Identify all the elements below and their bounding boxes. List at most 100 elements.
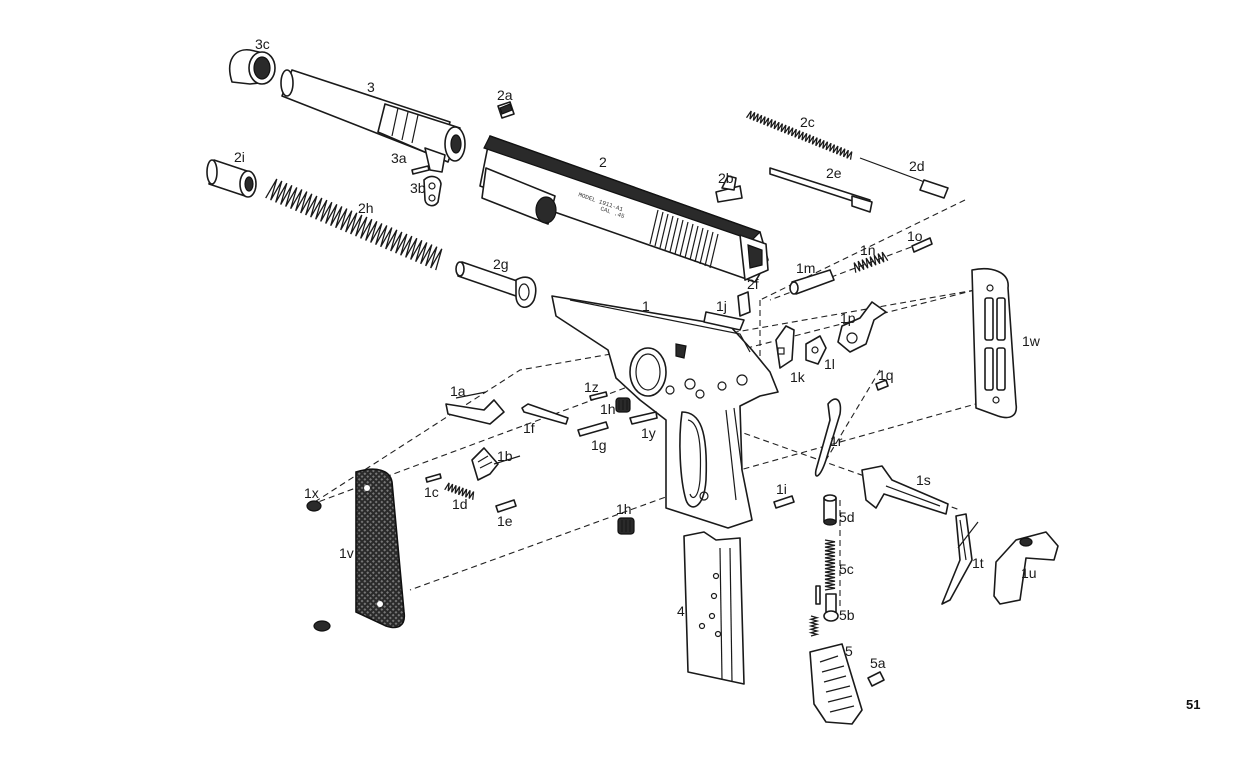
left-grip-panel-1v xyxy=(355,468,406,629)
plunger-tube-1m xyxy=(789,269,835,295)
pin-1e xyxy=(495,499,517,513)
label-5a: 5a xyxy=(870,655,886,671)
barrel-bushing-3c xyxy=(228,49,276,85)
plunger-1c xyxy=(425,473,442,483)
spring-1d xyxy=(444,482,475,500)
label-1z: 1z xyxy=(584,379,599,395)
extractor-2e xyxy=(769,167,873,213)
mainspring-housing-1u xyxy=(993,531,1059,605)
magazine-catch-lock-5d xyxy=(823,494,837,526)
pin-1g xyxy=(577,421,609,437)
label-1p: 1p xyxy=(840,310,856,326)
label-1d: 1d xyxy=(452,496,468,512)
label-5: 5 xyxy=(845,643,853,659)
label-1f: 1f xyxy=(523,420,535,436)
label-1u: 1u xyxy=(1021,565,1037,581)
label-5d: 5d xyxy=(839,509,855,525)
magazine-4 xyxy=(683,531,745,685)
label-2a: 2a xyxy=(497,87,513,103)
front-sight-2a xyxy=(497,101,515,119)
label-1e: 1e xyxy=(497,513,513,529)
label-2b: 2b xyxy=(718,170,734,186)
label-1h-upper: 1h xyxy=(600,401,616,417)
label-1q: 1q xyxy=(878,367,894,383)
label-1j: 1j xyxy=(716,298,727,314)
label-1o: 1o xyxy=(907,228,923,244)
label-1b: 1b xyxy=(497,448,513,464)
magazine-catch-spring-5c xyxy=(824,539,836,591)
label-1c: 1c xyxy=(424,484,439,500)
plunger-1o xyxy=(911,237,933,253)
disconnector-1k xyxy=(775,325,795,369)
recoil-spring-2h xyxy=(265,178,443,271)
magazine-catch-5b xyxy=(823,593,839,622)
label-1v: 1v xyxy=(339,545,354,561)
trigger-1f xyxy=(521,403,569,425)
pin-1y xyxy=(629,411,658,425)
grip-screw-bushing-1h-upper xyxy=(615,397,631,413)
pin-1i xyxy=(773,495,795,509)
thumb-safety-1b xyxy=(471,447,521,481)
label-1r: 1r xyxy=(830,433,843,449)
label-2c: 2c xyxy=(800,114,815,130)
label-3: 3 xyxy=(367,79,375,95)
sear-1l xyxy=(805,335,827,365)
barrel-link-3b xyxy=(423,175,442,207)
label-1: 1 xyxy=(642,298,650,314)
label-2h: 2h xyxy=(358,200,374,216)
label-2d: 2d xyxy=(909,158,925,174)
firing-pin-spring-2c xyxy=(745,110,853,160)
label-1t: 1t xyxy=(972,555,984,571)
mainspring-housing-pin-1r xyxy=(814,398,842,477)
magazine-catch-5 xyxy=(809,643,863,725)
recoil-spring-plug-2i xyxy=(206,159,257,198)
label-2f: 2f xyxy=(747,276,759,292)
grip-screw-1x-lower xyxy=(313,620,331,632)
label-1n: 1n xyxy=(860,242,876,258)
label-4: 4 xyxy=(677,603,685,619)
grip-screw-1x-upper xyxy=(306,500,322,512)
slide-stop-1a xyxy=(445,391,505,425)
hammer-1p xyxy=(837,301,887,353)
label-1x: 1x xyxy=(304,485,319,501)
pin-5a xyxy=(867,671,885,687)
label-1h-lower: 1h xyxy=(616,501,632,517)
page-number: 51 xyxy=(1186,697,1201,712)
pin-5b-stack xyxy=(808,585,821,637)
grip-screw-bushing-1h-lower xyxy=(617,517,635,535)
label-1k: 1k xyxy=(790,369,806,385)
label-2: 2 xyxy=(599,154,607,170)
recoil-spring-guide-2g xyxy=(455,261,537,308)
label-1a: 1a xyxy=(450,383,466,399)
label-3b: 3b xyxy=(410,180,426,196)
rear-sight-2b xyxy=(715,175,743,203)
label-1g: 1g xyxy=(591,437,607,453)
slide-2: MODEL 1911-A1 CAL .45 xyxy=(479,135,769,283)
label-1l: 1l xyxy=(824,356,835,372)
barrel-3 xyxy=(280,69,466,173)
label-2g: 2g xyxy=(493,256,509,272)
label-2e: 2e xyxy=(826,165,842,181)
label-3c: 3c xyxy=(255,36,270,52)
label-5b: 5b xyxy=(839,607,855,623)
grip-safety-1s xyxy=(861,465,949,515)
part-labels: 3c 3 2a 2c 2i 3a 2 2d 2e 3b 2b 2h 1o 1n … xyxy=(234,36,1041,671)
label-1s: 1s xyxy=(916,472,931,488)
firing-pin-2d xyxy=(859,157,949,199)
label-3a: 3a xyxy=(391,150,407,166)
label-1i: 1i xyxy=(776,481,787,497)
right-grip-panel-1w xyxy=(971,268,1018,419)
label-1w: 1w xyxy=(1022,333,1041,349)
firing-pin-stop-2f xyxy=(737,291,751,317)
label-2i: 2i xyxy=(234,149,245,165)
label-1y: 1y xyxy=(641,425,656,441)
link-pin-3a xyxy=(411,165,430,175)
pin-1q xyxy=(875,379,889,391)
pin-1z xyxy=(589,391,608,401)
plunger-spring-1n xyxy=(853,251,889,273)
label-1m: 1m xyxy=(796,260,815,276)
sear-spring-1t xyxy=(941,513,979,605)
label-5c: 5c xyxy=(839,561,854,577)
frame-1 xyxy=(551,295,779,529)
